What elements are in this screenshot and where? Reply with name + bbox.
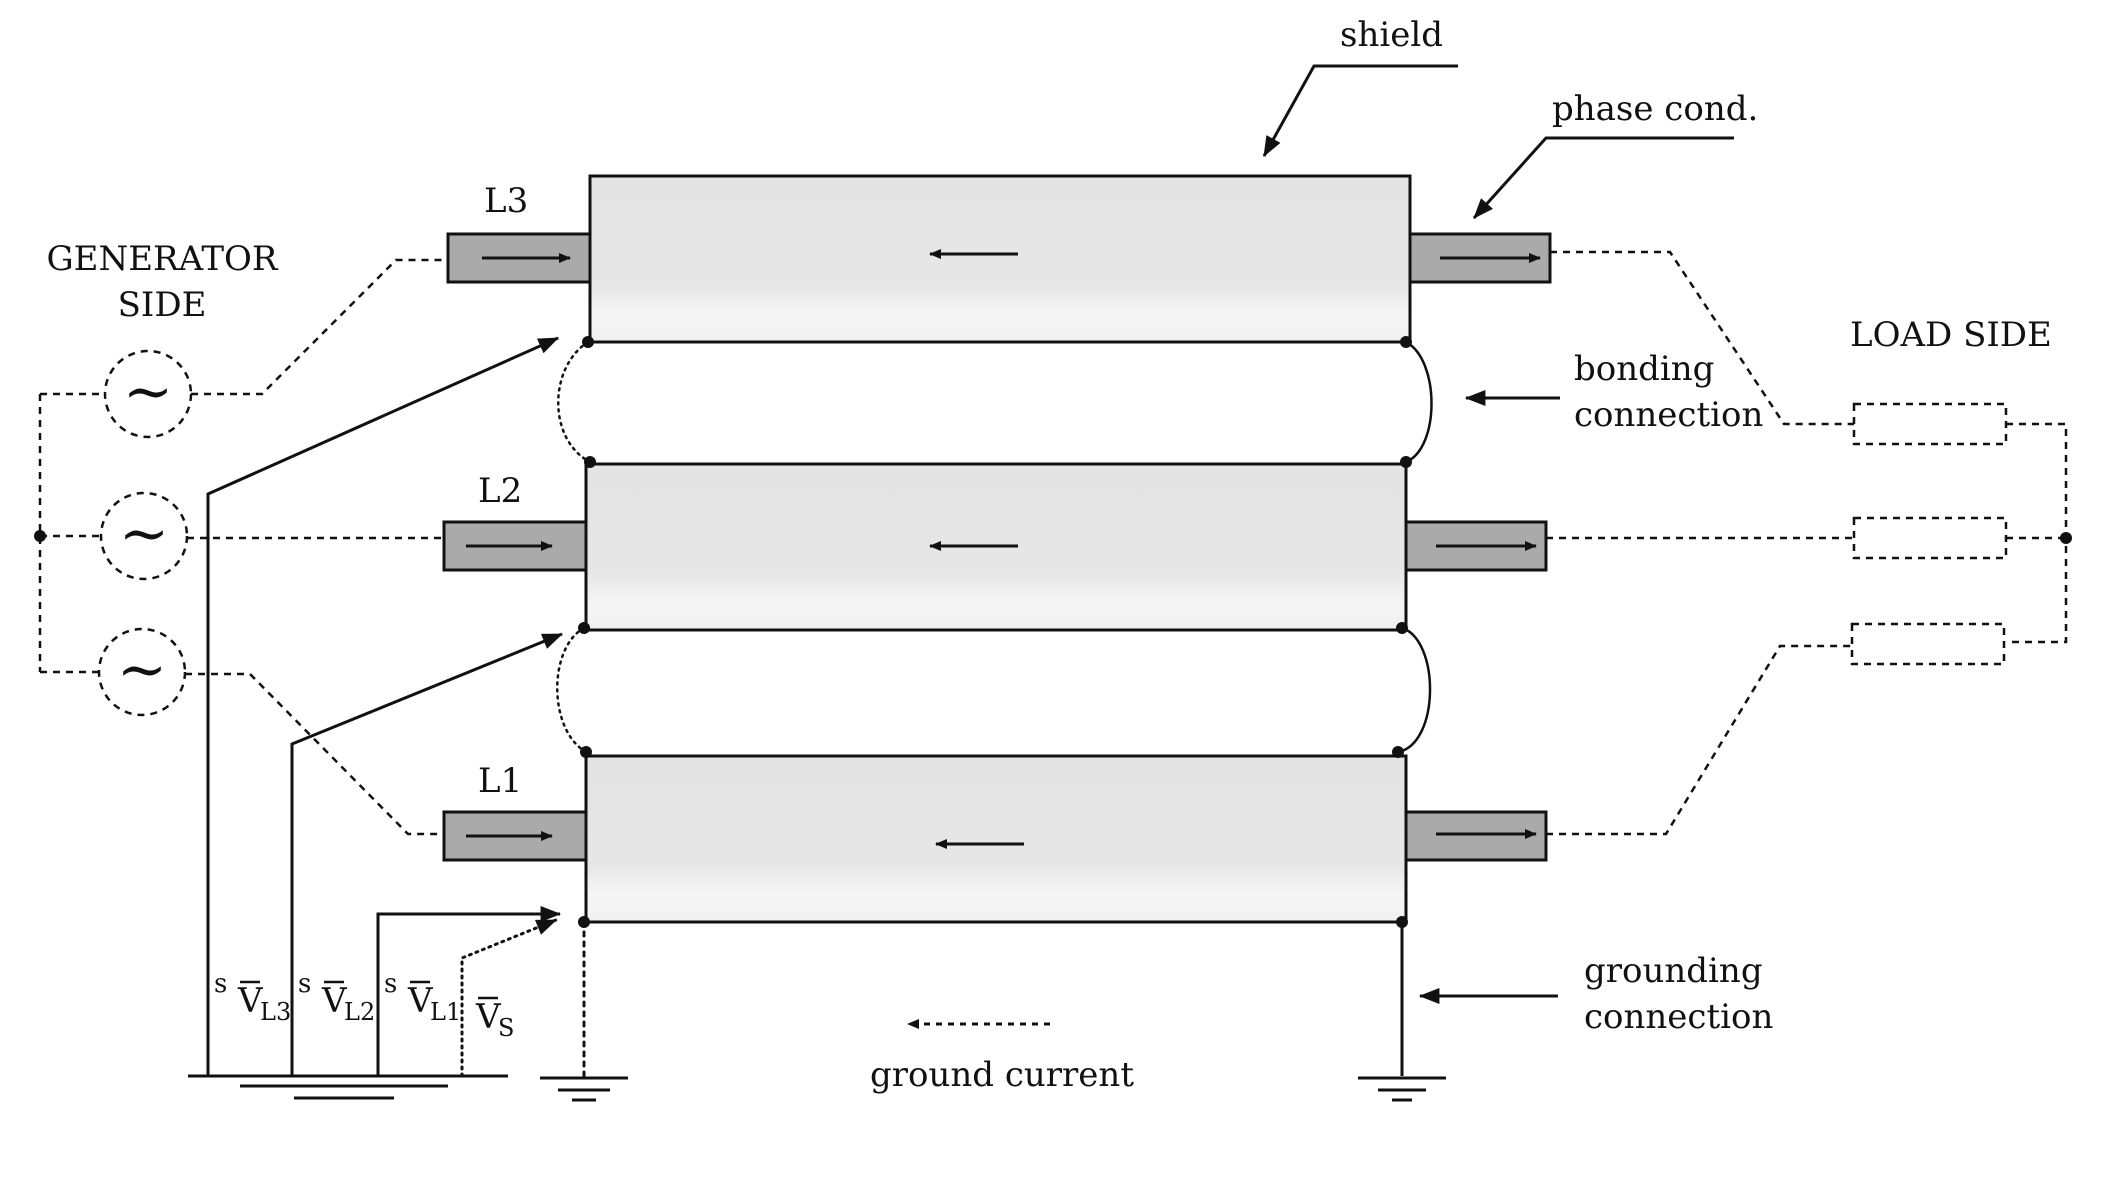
- bonding-connections: [556, 340, 1433, 754]
- svg-text:V: V: [237, 981, 264, 1021]
- shield-terminal-dots: [578, 336, 1412, 928]
- source-symbol-l1: ~: [117, 635, 167, 705]
- voltage-label-vl2: s V L2: [298, 969, 375, 1026]
- load-side-label: LOAD SIDE: [1850, 315, 2052, 355]
- svg-text:s: s: [384, 969, 397, 999]
- load-l3: [1852, 402, 2008, 446]
- generator-side-label-2: SIDE: [118, 285, 207, 325]
- shield-l3: [588, 174, 1412, 344]
- voltage-label-vl3: s V L3: [214, 969, 291, 1026]
- bonding-label-1: bonding: [1574, 349, 1714, 389]
- phase-current-arrows: [466, 253, 1541, 841]
- svg-text:s: s: [214, 969, 227, 999]
- generator-side-label-1: GENERATOR: [47, 239, 279, 279]
- svg-text:L1: L1: [430, 998, 461, 1026]
- induced-voltage-paths: [206, 336, 564, 1078]
- phase-cond-label: phase cond.: [1552, 89, 1758, 129]
- svg-text:s: s: [298, 969, 311, 999]
- ground-left: [188, 1074, 508, 1100]
- svg-text:V: V: [475, 997, 502, 1037]
- source-l2: [99, 491, 189, 581]
- source-symbol-l3: ~: [123, 357, 173, 427]
- svg-text:V: V: [407, 981, 434, 1021]
- grounding-label-2: connection: [1584, 997, 1773, 1037]
- source-symbol-l2: ~: [119, 499, 169, 569]
- svg-text:S: S: [498, 1014, 514, 1042]
- shield-label: shield: [1340, 15, 1443, 55]
- voltage-label-vl1: s V L1: [384, 969, 461, 1026]
- shield-l2: [584, 462, 1408, 632]
- svg-text:L3: L3: [260, 998, 291, 1026]
- load-l1: [1850, 622, 2006, 666]
- load-star-point: [2060, 532, 2072, 544]
- shield-ground-generator: [540, 920, 628, 1102]
- grounding-label-1: grounding: [1584, 951, 1763, 991]
- shield-l1: [584, 754, 1408, 924]
- generator-sources: ~ ~ ~: [34, 258, 448, 836]
- bonding-label-2: connection: [1574, 395, 1763, 435]
- phase-label-l3: L3: [484, 181, 528, 221]
- svg-text:L2: L2: [344, 998, 375, 1026]
- conductor-l1-right: [1404, 810, 1548, 862]
- svg-text:V: V: [321, 981, 348, 1021]
- annotation-arrows: [907, 64, 1734, 1029]
- voltage-label-vs: V S: [475, 996, 514, 1042]
- shield-ground-load: [1358, 922, 1446, 1102]
- load-l2: [1852, 516, 2008, 560]
- phase-label-l2: L2: [478, 471, 522, 511]
- phase-label-l1: L1: [478, 761, 522, 801]
- ground-current-label: ground current: [870, 1055, 1134, 1095]
